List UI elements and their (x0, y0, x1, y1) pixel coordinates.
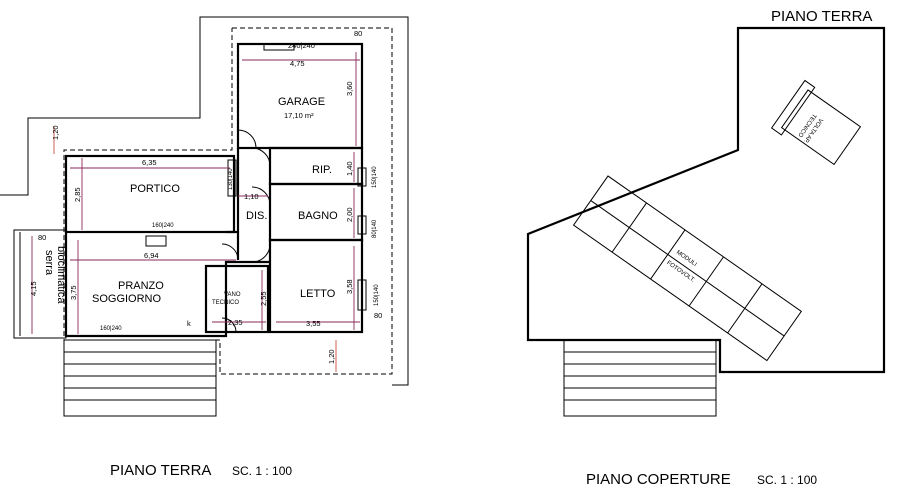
dim-110: 1,10 (244, 192, 259, 201)
door-swing-letto (251, 243, 271, 263)
roof-steps (563, 339, 717, 417)
room-area-garage: 17,10 m² (284, 111, 314, 120)
dim-475: 4,75 (290, 59, 305, 68)
dim-120-left: 1,20 (51, 125, 60, 140)
window-bagno (357, 215, 367, 235)
dim-160-240-mid: 160|240 (152, 223, 174, 229)
dim-360: 3,60 (345, 81, 354, 96)
room-label-bagno: BAGNO (298, 210, 338, 222)
room-label-dis: DIS. (246, 210, 267, 222)
dim-150-140-b: 150|140 (374, 284, 380, 306)
dim-80-left: 80 (38, 233, 46, 242)
room-label-portico: PORTICO (130, 183, 180, 195)
room-label-rip: RIP. (312, 164, 332, 176)
plan-title: PIANO TERRA (771, 8, 872, 25)
room-label-pranzo: PRANZO (118, 280, 164, 292)
door-swing-garage (237, 129, 257, 149)
rooftop-unit: VOLTA AP. TECNICO (770, 79, 862, 166)
serra-frame (13, 229, 67, 339)
door-swing-bagno (251, 186, 271, 206)
caption-roof-scale: SC. 1 : 100 (757, 473, 817, 487)
dim-694: 6,94 (144, 251, 159, 260)
room-label-garage: GARAGE (278, 96, 325, 108)
room-label-bioclimatica: bioclimatica (55, 246, 67, 304)
dim-235: 2,35 (228, 318, 243, 327)
window-rip (357, 167, 367, 187)
solar-label-1: MODULI (675, 250, 698, 268)
window-letto (357, 279, 367, 311)
caption-ground-floor-scale: SC. 1 : 100 (232, 464, 292, 478)
dim-80-140: 80|140 (372, 219, 378, 238)
dim-355: 3,55 (306, 319, 321, 328)
dim-120-bot: 1,20 (327, 349, 336, 364)
dim-635: 6,35 (142, 158, 157, 167)
roof-plan: MODULI FOTOVOLT. VOLTA AP. TECNICO (526, 26, 886, 417)
caption-ground-floor-title: PIANO TERRA (110, 462, 211, 479)
site-boundary (0, 16, 409, 386)
letto-walls (268, 238, 364, 334)
dim-130-140: 130|140 (228, 168, 234, 190)
dim-80-right: 80 (374, 311, 382, 320)
room-label-k: k (187, 319, 191, 328)
window-portico (145, 235, 167, 247)
roof-outline (526, 26, 886, 374)
entrance-steps (63, 339, 217, 417)
solar-panel-array: MODULI FOTOVOLT. (572, 175, 803, 362)
dim-285: 2,85 (73, 187, 82, 202)
portico-walls (64, 154, 236, 234)
caption-roof-title: PIANO COPERTURE (586, 471, 731, 488)
window-garage (263, 43, 295, 51)
dashed-perimeter (63, 27, 393, 375)
dim-160-240-bot: 160|240 (100, 326, 122, 332)
dim-375: 3,75 (69, 285, 78, 300)
window-portico-right (227, 159, 237, 197)
dim-140-rip: 1,40 (345, 161, 354, 176)
room-label-serra: serra (43, 250, 55, 276)
dim-358: 3,58 (345, 279, 354, 294)
ground-floor-plan: GARAGE 17,10 m² RIP. PORTICO DIS. BAGNO … (0, 16, 409, 417)
door-swing-rip (251, 147, 271, 167)
room-label-tecnico: TECNICO (212, 300, 239, 306)
room-label-letto: LETTO (300, 288, 336, 300)
dim-415: 4,15 (29, 281, 38, 296)
vano-tecnico-walls (204, 264, 270, 334)
door-swing-dis (221, 243, 239, 261)
room-label-soggiorno: SOGGIORNO (92, 293, 162, 305)
dim-240-240-top: 240|240 (288, 41, 315, 50)
dim-200: 2,00 (345, 207, 354, 222)
dim-150-140-a: 150|140 (372, 166, 378, 188)
room-label-vano: VANO (224, 292, 241, 298)
dim-80-top: 80 (354, 29, 362, 38)
dim-255: 2,55 (259, 291, 268, 306)
